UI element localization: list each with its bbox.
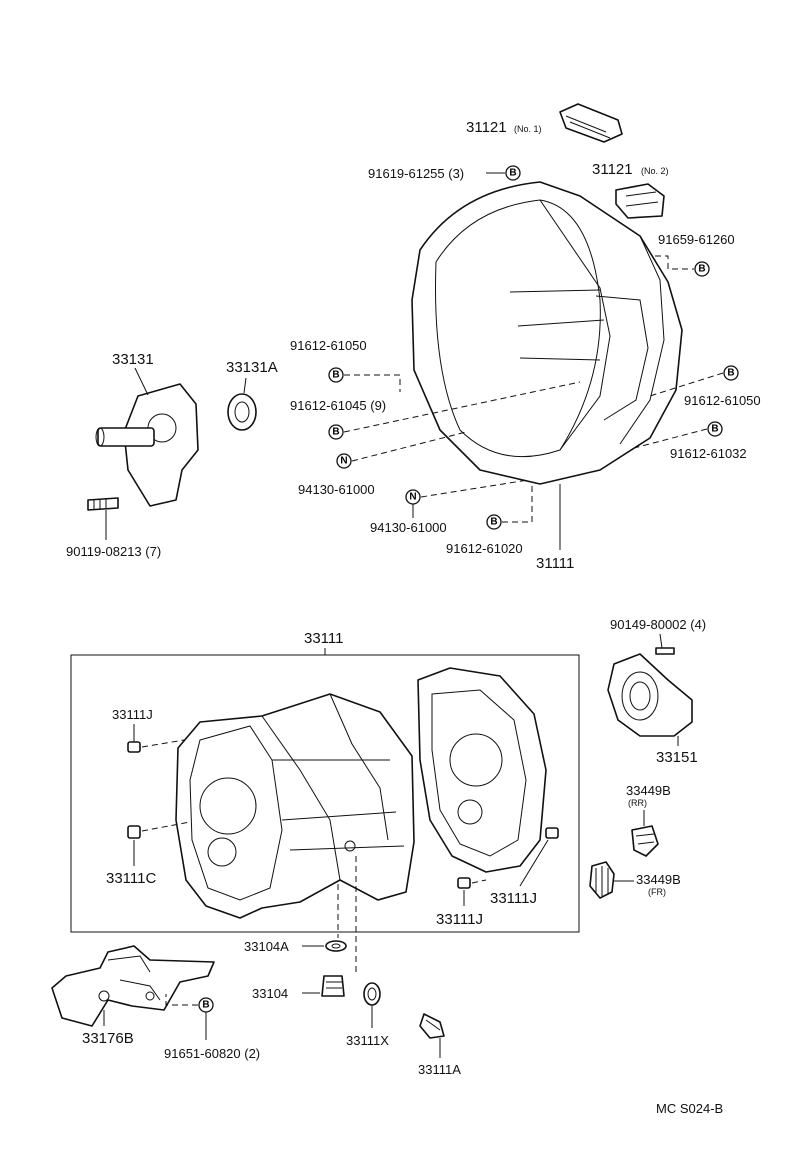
label-33111J-right: 33111J <box>490 890 537 907</box>
label-33104: 33104 <box>252 986 288 1001</box>
label-91651-60820: 91651-60820 (2) <box>164 1046 260 1061</box>
bolt-badge-icon: B <box>198 997 214 1013</box>
svg-text:N: N <box>340 456 347 467</box>
svg-text:B: B <box>332 427 339 438</box>
speedometer-gear-fr-drawing <box>589 861 615 899</box>
label-31121-no2-suffix: (No. 2) <box>641 166 669 176</box>
label-90149-80002: 90149-80002 (4) <box>610 617 706 632</box>
label-33111C: 33111C <box>106 870 156 887</box>
part-33151-rear-retainer-drawing <box>607 653 693 737</box>
part-31121-no2-drawing <box>615 183 665 219</box>
plug-33111J-bottom <box>457 877 471 889</box>
label-33176B: 33176B <box>82 1030 134 1047</box>
label-91612-61032: 91612-61032 <box>670 446 747 461</box>
label-33111J-bottom: 33111J <box>436 911 483 928</box>
svg-text:N: N <box>409 492 416 503</box>
bolt-badge-icon: B <box>694 261 710 277</box>
svg-text:B: B <box>509 168 516 179</box>
label-91612-61020: 91612-61020 <box>446 541 523 556</box>
bolt-badge-icon: B <box>723 365 739 381</box>
bolt-badge-icon: B <box>486 514 502 530</box>
switch-33111A-drawing <box>419 1013 445 1039</box>
plug-33111J-right <box>545 827 559 839</box>
label-94130-61000-left: 94130-61000 <box>298 482 375 497</box>
part-extension-housing-drawing <box>417 667 547 873</box>
part-31121-no1-drawing <box>559 103 623 143</box>
label-33111X: 33111X <box>346 1033 389 1048</box>
label-33104A: 33104A <box>244 939 289 954</box>
label-91619-61255: 91619-61255 (3) <box>368 166 464 181</box>
label-33111-group: 33111 <box>304 630 344 647</box>
part-33111-transmission-case-drawing <box>175 693 415 919</box>
label-31121-no1: 31121 <box>466 119 507 136</box>
label-31121-no1-suffix: (No. 1) <box>514 124 542 134</box>
svg-text:B: B <box>727 368 734 379</box>
svg-text:B: B <box>332 370 339 381</box>
label-91612-61045: 91612-61045 (9) <box>290 398 386 413</box>
group-box-33111 <box>70 654 580 933</box>
label-31111: 31111 <box>536 555 574 572</box>
label-33111A: 33111A <box>418 1062 461 1077</box>
label-33449B-rr-note: (RR) <box>628 798 647 808</box>
bolt-badge-icon: B <box>328 367 344 383</box>
speedometer-gear-rr-drawing <box>631 825 659 857</box>
bolt-badge-icon: B <box>505 165 521 181</box>
bolt-90119-drawing <box>87 497 119 511</box>
svg-text:B: B <box>490 517 497 528</box>
label-91659-61260: 91659-61260 <box>658 232 735 247</box>
label-91612-61050-left: 91612-61050 <box>290 338 367 353</box>
svg-text:B: B <box>711 424 718 435</box>
part-33131A-oil-seal-drawing <box>227 393 257 431</box>
part-31111-clutch-housing-drawing <box>411 181 683 485</box>
label-33151: 33151 <box>656 749 698 766</box>
nut-badge-icon: N <box>336 453 352 469</box>
label-33131A: 33131A <box>226 359 278 376</box>
label-94130-61000-bottom: 94130-61000 <box>370 520 447 535</box>
diagram-code: MC S024-B <box>656 1101 723 1116</box>
label-90119-08213: 90119-08213 (7) <box>66 544 161 559</box>
label-31121-no2: 31121 <box>592 161 633 178</box>
label-33449B-fr-note: (FR) <box>648 887 666 897</box>
part-33176B-lever-drawing <box>51 945 215 1027</box>
bolt-badge-icon: B <box>328 424 344 440</box>
nut-badge-icon: N <box>405 489 421 505</box>
label-33449B-rr: 33449B <box>626 783 671 798</box>
plug-33111J-top <box>127 741 141 753</box>
bolt-badge-icon: B <box>707 421 723 437</box>
gasket-33104A <box>325 940 347 952</box>
ring-33111X <box>363 982 381 1006</box>
bolt-90149-drawing <box>655 647 675 655</box>
svg-text:B: B <box>698 264 705 275</box>
label-91612-61050-right: 91612-61050 <box>684 393 761 408</box>
label-33111J-top: 33111J <box>112 707 153 722</box>
label-33131: 33131 <box>112 351 154 368</box>
label-33449B-fr: 33449B <box>636 872 681 887</box>
plug-33104-drawing <box>321 975 345 997</box>
svg-text:B: B <box>202 1000 209 1011</box>
pin-33111C <box>127 825 141 839</box>
part-33131-bearing-retainer-drawing <box>95 383 199 507</box>
